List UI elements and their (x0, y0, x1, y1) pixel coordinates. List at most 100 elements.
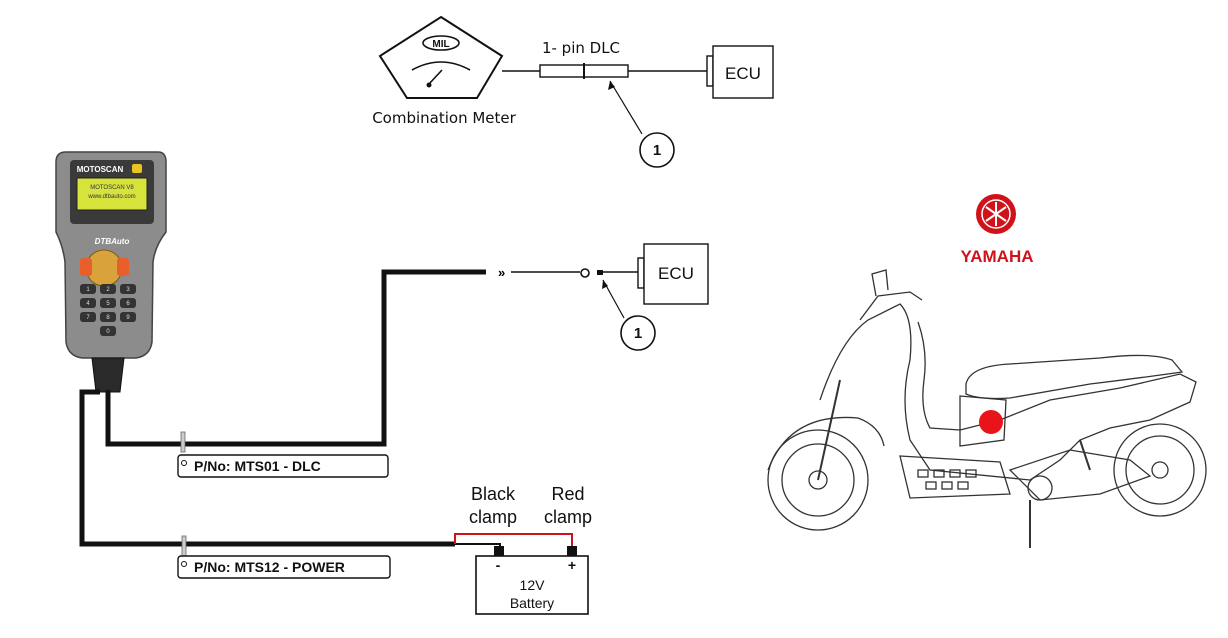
key-2 (100, 284, 116, 294)
battery-body (475, 555, 589, 615)
device-lcd (76, 177, 148, 211)
vent (933, 469, 945, 478)
callout-number-top: 1 (653, 142, 661, 159)
battery-name: Battery (510, 595, 554, 611)
vent (957, 481, 969, 490)
key-3-label: 3 (126, 287, 130, 293)
key-5 (100, 298, 116, 308)
cables: » ECU 1 P/No: MTS01 - DLC P/No: MTS12 - … (79, 243, 709, 579)
yamaha-emblem-ring (981, 199, 1011, 229)
scooter-illustration (767, 269, 1207, 548)
dlc-terminal (580, 268, 590, 278)
combination-meter-label: Combination Meter (372, 109, 516, 127)
key-9-label: 9 (126, 315, 130, 321)
ecu-mid-label: ECU (658, 264, 694, 283)
key-4-label: 4 (86, 301, 90, 307)
gauge-pivot (426, 82, 432, 88)
top-diagram: MIL Combination Meter 1- pin DLC ECU 1 (372, 15, 774, 168)
keypad: 1 2 3 4 5 6 7 8 9 0 (80, 284, 136, 336)
yamaha-tuning-forks-icon (985, 202, 1007, 226)
power-tag-clip (181, 535, 187, 557)
gauge-needle (428, 69, 443, 85)
callout-arrow-mid (602, 280, 608, 289)
mirror (871, 269, 889, 297)
dlc-tag-label: P/No: MTS01 - DLC (194, 458, 321, 474)
device-brand: MOTOSCAN (77, 165, 124, 174)
device-logo-icon (132, 164, 142, 173)
callout-number-mid: 1 (634, 325, 642, 342)
front-fork (817, 379, 841, 481)
seat (965, 354, 1184, 400)
callout-circle-mid (620, 315, 656, 351)
key-0 (100, 326, 116, 336)
key-6 (120, 298, 136, 308)
vent (925, 481, 937, 490)
vent (949, 469, 961, 478)
front-hub (808, 470, 828, 490)
rear-hub (1151, 461, 1169, 479)
vent (917, 469, 929, 478)
vent (941, 481, 953, 490)
power-cable (79, 389, 455, 547)
callout-line-top (609, 80, 643, 135)
dlc-plug-icon: » (498, 265, 505, 280)
ecu-top-box (712, 45, 774, 99)
combination-meter-icon (378, 15, 504, 99)
ecu-mid-pin (637, 257, 645, 289)
dlc-tag (177, 454, 389, 478)
device-maker: DTBAuto (95, 237, 130, 246)
black-clamp-label-2: clamp (469, 507, 517, 527)
key-5-label: 5 (106, 301, 110, 307)
ecu-mid-socket (597, 270, 603, 275)
power-tag (177, 555, 391, 579)
power-tag-label: P/No: MTS12 - POWER (194, 559, 345, 575)
gauge-arc (411, 61, 471, 71)
battery: Black clamp Red clamp - + 12V Battery (469, 484, 592, 615)
front-rim (781, 443, 855, 517)
negative-terminal (494, 546, 504, 556)
key-6-label: 6 (126, 301, 130, 307)
engine-cover (1027, 475, 1053, 501)
vent (965, 469, 977, 478)
red-clamp-label-1: Red (551, 484, 584, 504)
dlc-connector-right (583, 64, 629, 78)
left-soft-key (80, 258, 92, 276)
mil-label: MIL (432, 39, 449, 50)
scooter-body-outline (819, 303, 1197, 481)
dlc-cable (105, 269, 486, 447)
yamaha-wordmark: YAMAHA (960, 247, 1033, 266)
ecu-mid-box (643, 243, 709, 305)
side-panel (959, 395, 1007, 447)
ecu-top-label: ECU (725, 64, 761, 83)
rear-rim (1125, 435, 1195, 505)
key-8 (100, 312, 116, 322)
dlc-connector-left (539, 64, 585, 78)
key-8-label: 8 (106, 315, 110, 321)
key-1-label: 1 (86, 287, 90, 293)
front-fender (767, 416, 885, 471)
key-3 (120, 284, 136, 294)
key-2-label: 2 (106, 287, 110, 293)
dlc-tag-clip (180, 431, 186, 453)
device-connector (91, 357, 125, 393)
ecu-top-pin (706, 55, 714, 87)
key-7-label: 7 (86, 315, 90, 321)
right-soft-key (117, 258, 129, 276)
footboard (899, 455, 1011, 499)
black-lead (455, 543, 501, 550)
key-9 (120, 312, 136, 322)
plus-sign: + (568, 557, 576, 573)
front-tire (767, 429, 869, 531)
minus-sign: - (496, 557, 501, 573)
positive-terminal (567, 546, 577, 556)
dlc-tag-hole (181, 460, 187, 466)
yamaha-logo: YAMAHA (960, 194, 1034, 266)
floor-vents (917, 469, 977, 490)
black-clamp-label-1: Black (471, 484, 516, 504)
motoscan-device: MOTOSCAN MOTOSCAN V8 www.dtbauto.com DTB… (55, 151, 167, 393)
dlc-location-marker (979, 410, 1003, 434)
red-clamp-label-2: clamp (544, 507, 592, 527)
battery-voltage: 12V (520, 577, 546, 593)
key-0-label: 0 (106, 329, 110, 335)
